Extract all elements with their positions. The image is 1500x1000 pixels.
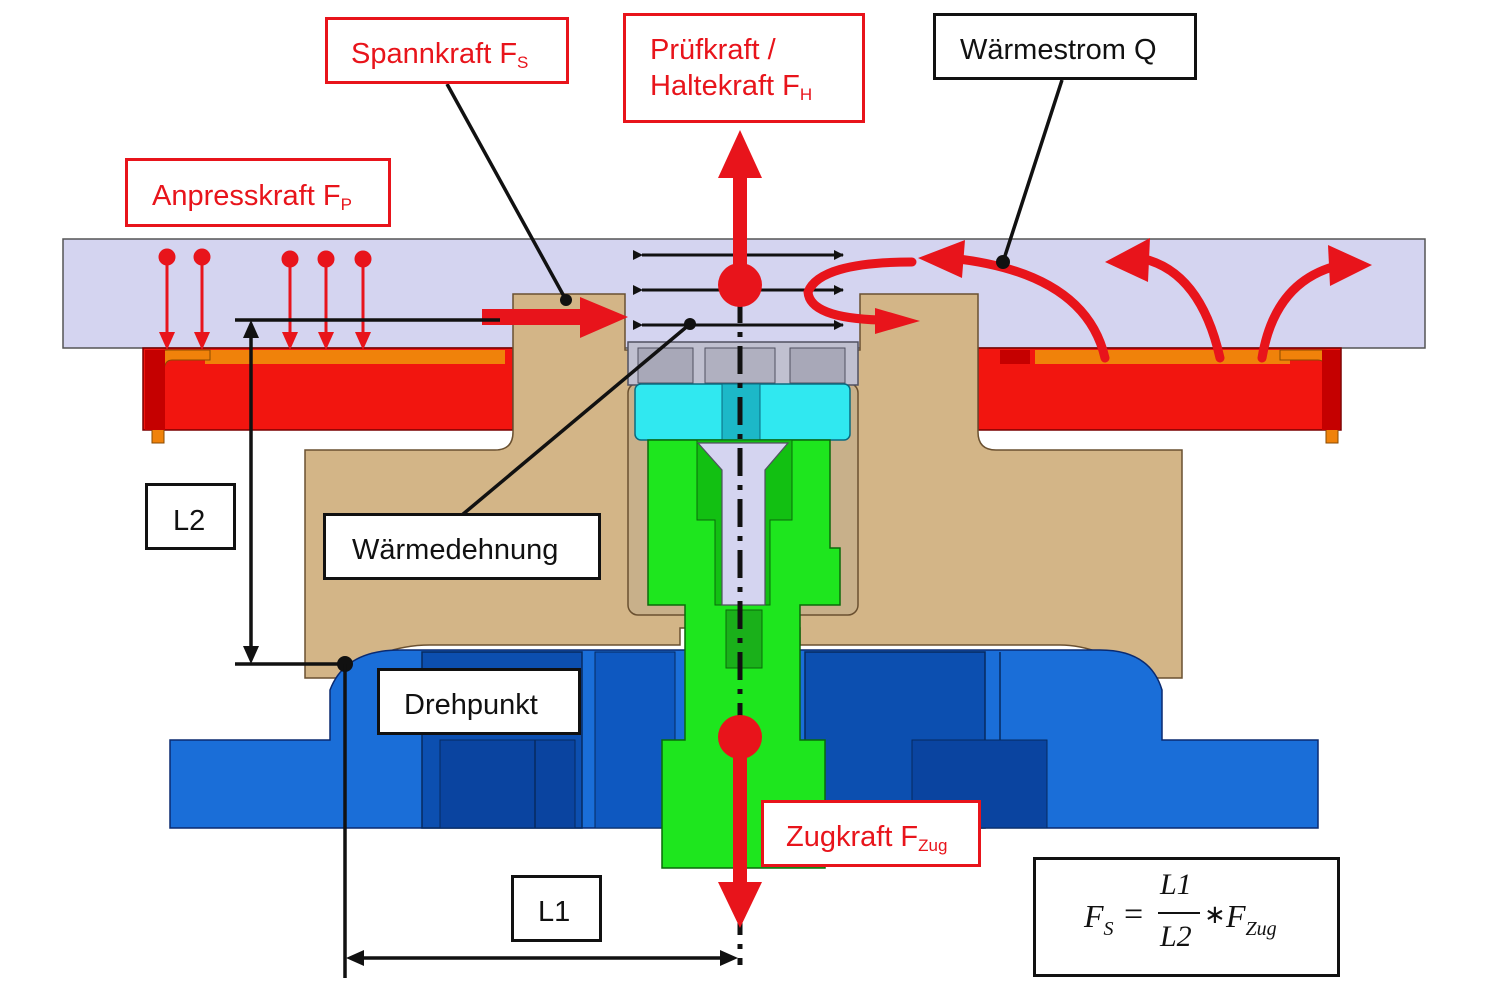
heat-flow-arrows <box>803 253 1345 363</box>
l1-arrow-left <box>346 950 364 966</box>
formula-rhs-sub: Zug <box>1245 918 1277 940</box>
label-pruefkraft: Prüfkraft / Haltekraft FH <box>623 13 865 123</box>
formula-numerator: L1 <box>1160 868 1192 901</box>
leader-lines <box>445 79 1064 517</box>
label-spannkraft: Spannkraft FS <box>325 17 569 84</box>
clamping-force-arrow <box>482 297 628 338</box>
countersunk-screw <box>696 442 790 606</box>
screw-tip <box>725 609 763 669</box>
l1-text: L1 <box>538 896 571 928</box>
l1-arrow-right <box>720 950 738 966</box>
label-zugkraft: Zugkraft FZug <box>761 800 981 867</box>
pruefkraft-line1: Prüfkraft / <box>650 34 776 66</box>
dimension-l2 <box>235 318 500 666</box>
formula-box: FS = L1 L2 ∗ FZug <box>1033 857 1340 977</box>
leader-dot-waermedehnung <box>684 318 696 330</box>
formula-lhs-sub: S <box>1103 918 1114 940</box>
pruefkraft-line2: Haltekraft FH <box>650 68 862 105</box>
right-heater <box>977 347 1342 444</box>
leader-dot-waermestrom <box>996 255 1010 269</box>
drehpunkt-text: Drehpunkt <box>404 689 538 721</box>
spannkraft-text: Spannkraft F <box>351 38 518 70</box>
holding-force-arrow <box>718 130 762 307</box>
pruefkraft-line2-text: Haltekraft F <box>650 70 800 103</box>
l2-text: L2 <box>173 505 206 537</box>
label-drehpunkt: Drehpunkt <box>377 668 581 735</box>
zugkraft-sub: Zug <box>918 836 948 855</box>
formula-lhs: FS <box>1084 898 1114 941</box>
formula-rhs: FZug <box>1226 898 1277 941</box>
l2-arrow-bottom <box>243 646 259 664</box>
label-l2: L2 <box>145 483 236 550</box>
anpresskraft-text: Anpresskraft F <box>152 180 341 212</box>
waermestrom-text: Wärmestrom Q <box>960 34 1157 66</box>
anpresskraft-sub: P <box>340 195 352 214</box>
l2-arrow-top <box>243 320 259 338</box>
label-waermestrom: Wärmestrom Q <box>933 13 1197 80</box>
label-waermedehnung: Wärmedehnung <box>323 513 601 580</box>
formula-rhs-f: F <box>1226 898 1246 934</box>
pruefkraft-sub: H <box>799 85 813 105</box>
formula-denominator: L2 <box>1160 920 1192 953</box>
spannkraft-sub: S <box>517 53 529 72</box>
dimension-l1 <box>343 664 722 978</box>
formula-equals: = <box>1124 896 1144 933</box>
formula-lhs-f: F <box>1084 898 1104 934</box>
waermedehnung-text: Wärmedehnung <box>352 534 559 566</box>
label-l1: L1 <box>511 875 602 942</box>
formula-operator: ∗ <box>1204 900 1226 929</box>
left-heater <box>142 347 514 444</box>
label-anpresskraft: Anpresskraft FP <box>125 158 391 227</box>
heat-flow-arrowheads <box>875 238 1372 334</box>
leader-dot-spannkraft <box>560 294 572 306</box>
pull-force-arrow <box>718 715 762 928</box>
formula-fraction-bar <box>1158 912 1200 914</box>
zugkraft-text: Zugkraft F <box>786 821 919 853</box>
